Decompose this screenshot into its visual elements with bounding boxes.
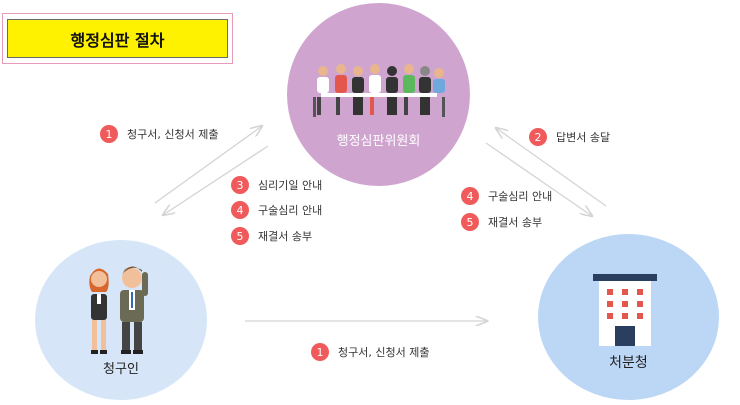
agency-label: 처분청 <box>609 355 648 371</box>
agency-node: 처분청 <box>538 234 719 400</box>
step-oral-hearing-notice: 4 구술심리 안내 <box>231 201 322 219</box>
step-label: 구술심리 안내 <box>488 190 553 203</box>
step-number-badge: 2 <box>529 128 547 146</box>
step-number-badge: 1 <box>311 343 329 361</box>
step-answer-delivery: 2 답변서 송달 <box>529 128 610 146</box>
page-title: 행정심판 절차 <box>7 19 228 58</box>
step-label: 청구서, 신청서 제출 <box>127 128 219 141</box>
step-label: 답변서 송달 <box>556 131 611 144</box>
step-number-badge: 3 <box>231 176 249 194</box>
step-decision-delivery: 5 재결서 송부 <box>231 227 312 245</box>
meeting-people-icon <box>313 64 445 117</box>
step-label: 재결서 송부 <box>488 216 543 229</box>
step-label: 구술심리 안내 <box>258 204 323 217</box>
step-number-badge: 5 <box>461 213 479 231</box>
step-decision-delivery-agency: 5 재결서 송부 <box>461 213 542 231</box>
step-number-badge: 4 <box>461 187 479 205</box>
step-number-badge: 1 <box>100 125 118 143</box>
step-label: 심리기일 안내 <box>258 179 323 192</box>
step-number-badge: 4 <box>231 201 249 219</box>
arrow-committee-to-agency <box>485 142 592 216</box>
arrow-committee-to-claimant <box>163 145 269 215</box>
step-oral-hearing-notice-agency: 4 구술심리 안내 <box>461 187 552 205</box>
couple-people-icon <box>89 266 148 354</box>
step-submit-claim: 1 청구서, 신청서 제출 <box>100 125 218 143</box>
claimant-node: 청구인 <box>35 240 207 400</box>
office-building-icon <box>593 274 657 346</box>
title-frame: 행정심판 절차 <box>2 13 233 64</box>
committee-node: 행정심판위원회 <box>287 3 470 186</box>
claimant-label: 청구인 <box>103 362 139 377</box>
step-hearing-date-notice: 3 심리기일 안내 <box>231 176 322 194</box>
step-submit-claim-agency: 1 청구서, 신청서 제출 <box>311 343 429 361</box>
step-label: 청구서, 신청서 제출 <box>338 346 430 359</box>
arrow-agency-to-committee <box>496 128 607 207</box>
step-label: 재결서 송부 <box>258 230 313 243</box>
arrow-claimant-to-committee <box>154 126 262 204</box>
committee-label: 행정심판위원회 <box>336 134 421 149</box>
step-number-badge: 5 <box>231 227 249 245</box>
